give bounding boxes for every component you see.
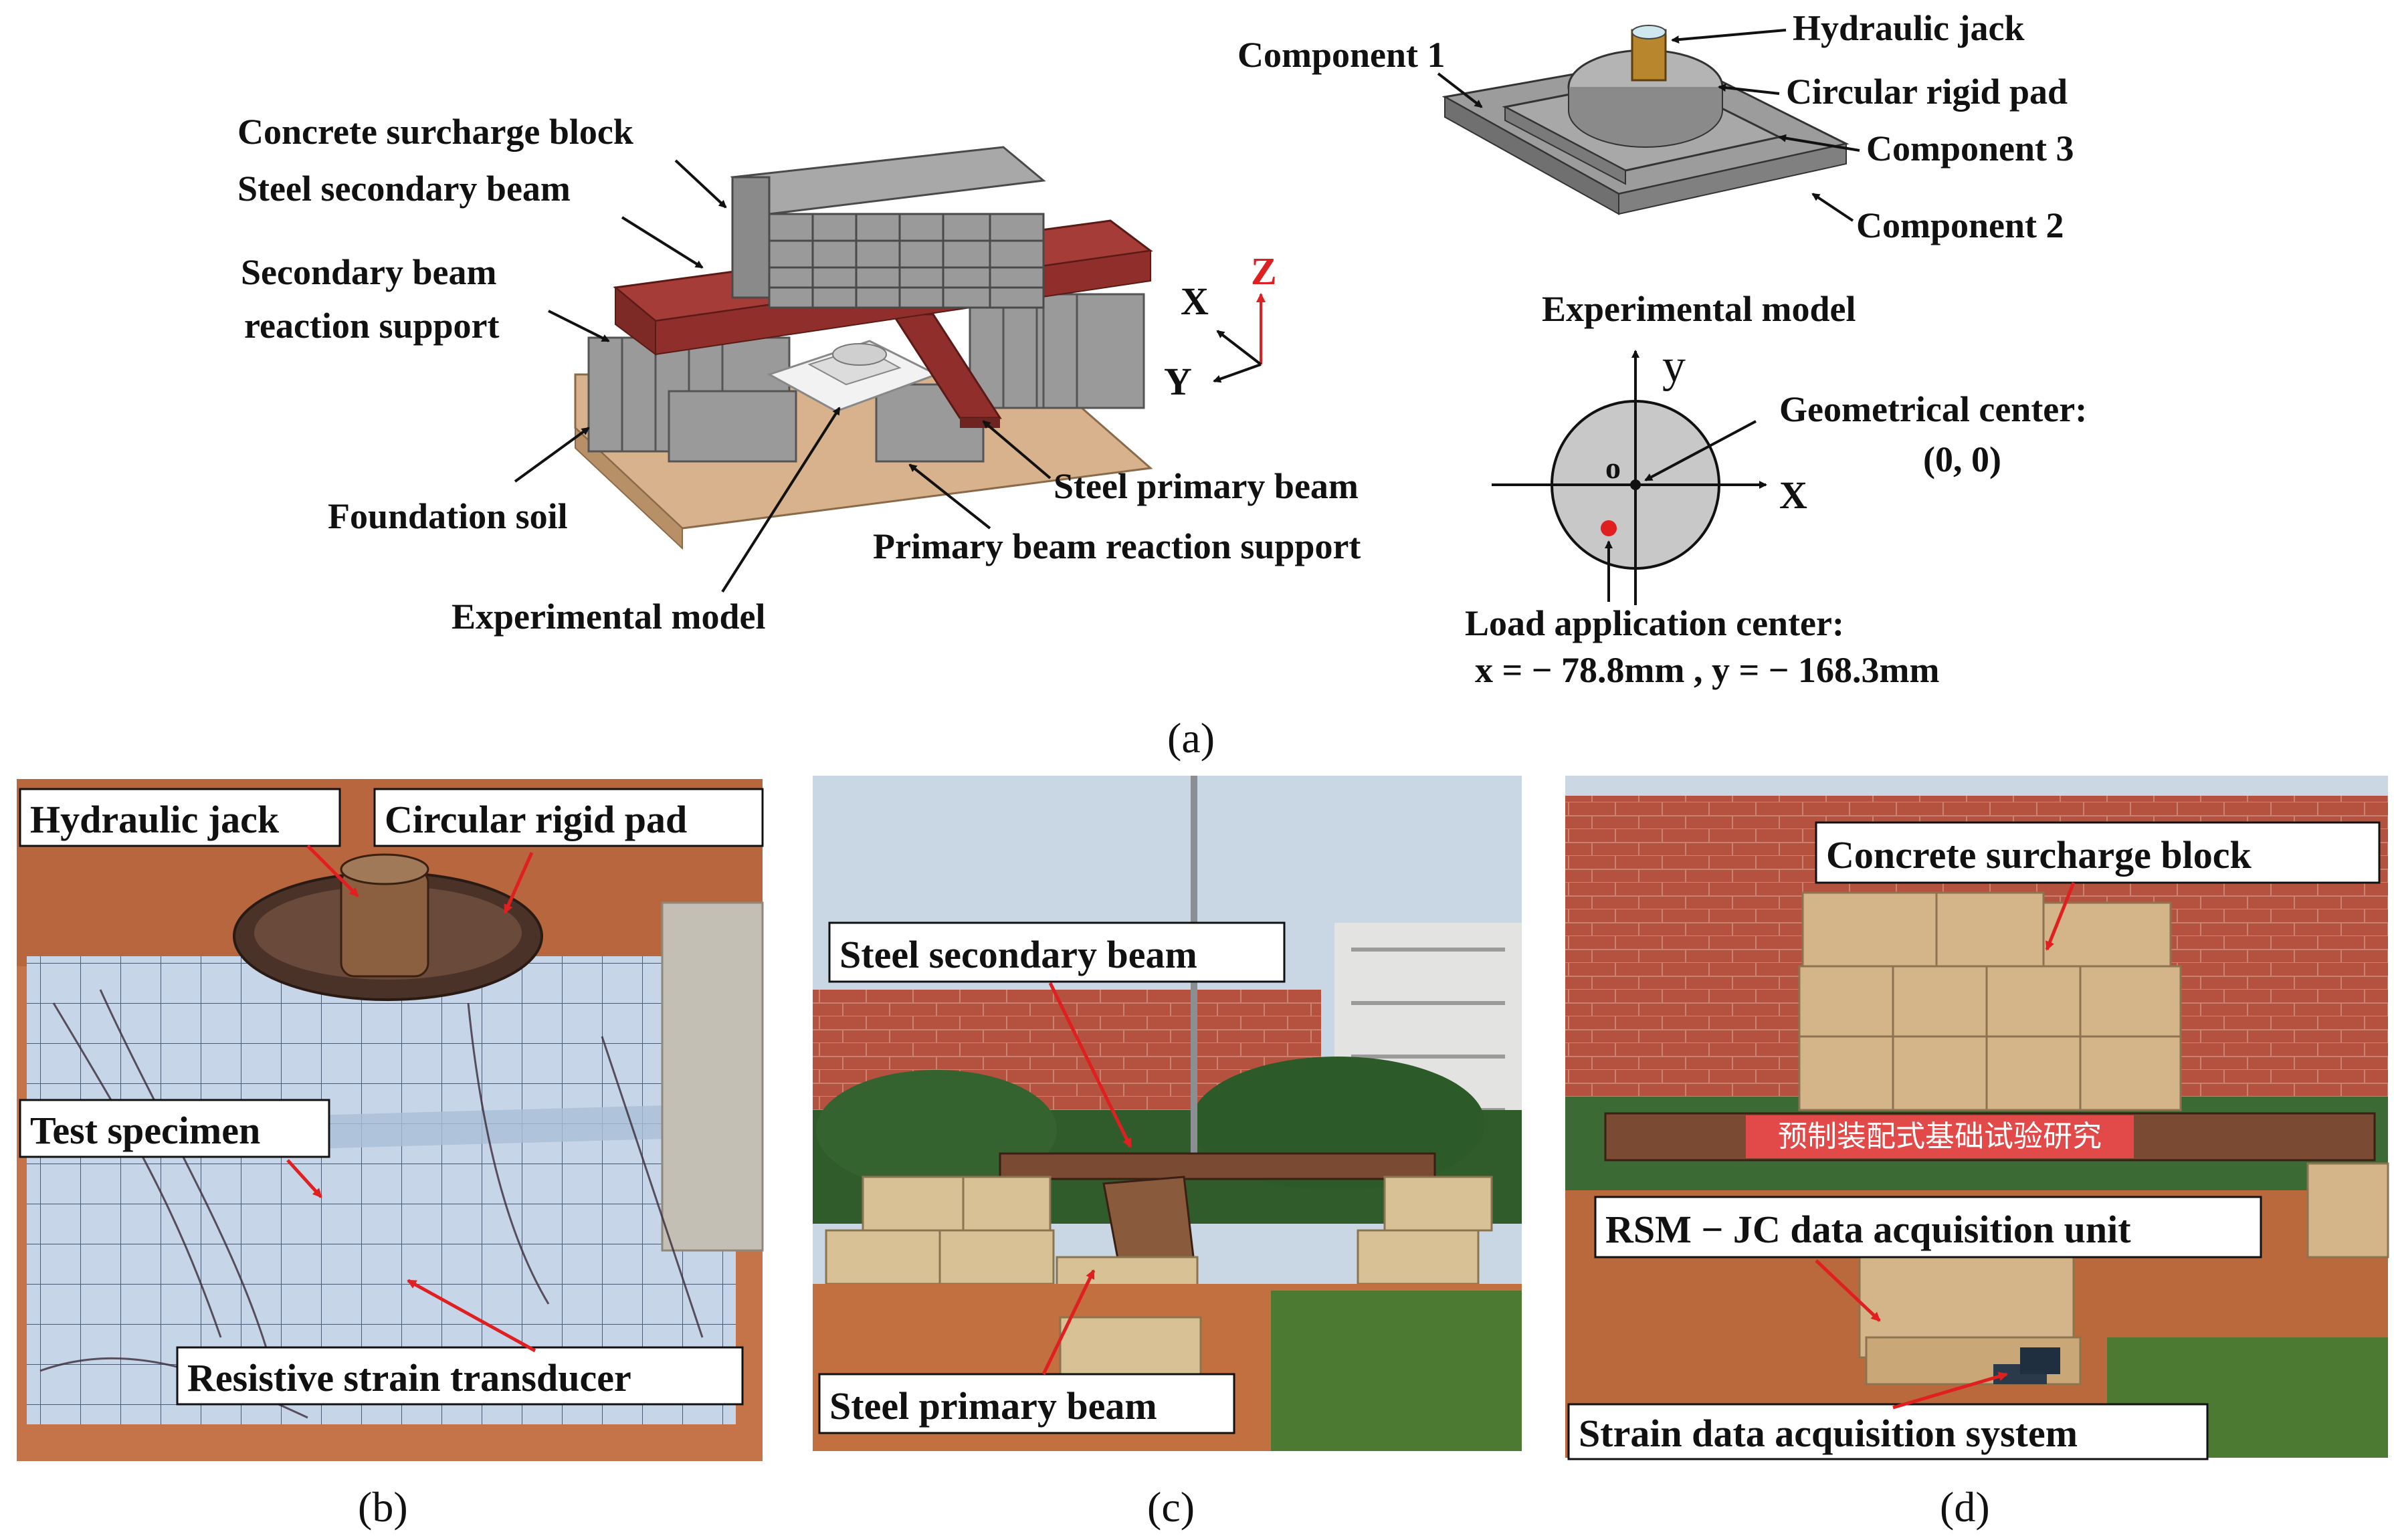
label-hydraulic-jack-b: Hydraulic jack bbox=[30, 798, 280, 841]
panel-b-arrows bbox=[286, 845, 536, 1353]
label-circular-rigid-pad-b: Circular rigid pad bbox=[385, 798, 687, 841]
label-hydraulic-jack-a: Hydraulic jack bbox=[1793, 8, 2025, 48]
panel-a-left-labels: Concrete surcharge block Steel secondary… bbox=[237, 112, 1361, 637]
caption-c: (c) bbox=[1147, 1483, 1195, 1531]
panel-c-arrows bbox=[1041, 982, 1132, 1376]
label-strain-transducer: Resistive strain transducer bbox=[187, 1356, 631, 1400]
label-rsm-jc-unit: RSM − JC data acquisition unit bbox=[1605, 1208, 2131, 1251]
panel-a-right-labels: Component 1 Hydraulic jack Circular rigi… bbox=[1237, 8, 2074, 329]
label-concrete-surcharge-block: Concrete surcharge block bbox=[237, 112, 633, 152]
label-strain-data-system: Strain data acquisition system bbox=[1579, 1412, 2078, 1455]
axis-y-label: Y bbox=[1164, 360, 1192, 403]
axis-z-label: Z bbox=[1251, 249, 1277, 293]
axis-x-label: X bbox=[1181, 280, 1209, 323]
geometrical-center-coords: (0, 0) bbox=[1923, 439, 2001, 479]
axis-triad: Z X Y bbox=[1164, 249, 1277, 403]
label-component-2: Component 2 bbox=[1856, 205, 2064, 245]
label-component-1: Component 1 bbox=[1237, 35, 1445, 75]
label-steel-primary-beam-a: Steel primary beam bbox=[1054, 466, 1359, 506]
hydraulic-jack-photo bbox=[340, 868, 429, 978]
label-foundation-soil: Foundation soil bbox=[328, 496, 568, 536]
steel-secondary-beam-photo bbox=[999, 1152, 1436, 1180]
label-primary-beam-reaction-support: Primary beam reaction support bbox=[873, 526, 1361, 566]
caption-a: (a) bbox=[1167, 714, 1215, 762]
panel-b-labels: Hydraulic jack Circular rigid pad Test s… bbox=[19, 788, 764, 1406]
panel-c-photo bbox=[813, 776, 1522, 1451]
panel-a-right-leaders bbox=[1437, 29, 1860, 222]
panel-a-3d-model: Z X Y bbox=[574, 146, 1277, 550]
panel-c-labels: Steel secondary beam Steel primary beam bbox=[818, 921, 1286, 1434]
plan-x-axis-label: X bbox=[1779, 473, 1807, 517]
banner bbox=[1746, 1115, 2134, 1158]
panel-a-component-model bbox=[1441, 25, 1850, 215]
load-application-dot bbox=[1601, 520, 1617, 536]
label-steel-primary-beam-c: Steel primary beam bbox=[829, 1384, 1157, 1428]
label-experimental-model-a: Experimental model bbox=[452, 596, 765, 637]
banner-text: 预制装配式基础试验研究 bbox=[1778, 1119, 2102, 1153]
surcharge-blocks-photo bbox=[1798, 891, 2182, 1111]
panel-d-arrows bbox=[1815, 882, 2076, 1410]
label-reaction-support: reaction support bbox=[244, 306, 500, 346]
caption-d: (d) bbox=[1940, 1483, 1990, 1531]
panel-a-plan-view: y X o Geometrical center: (0, 0) Load ap… bbox=[1465, 340, 2087, 690]
label-test-specimen: Test specimen bbox=[30, 1109, 260, 1152]
panel-d-labels: Concrete surcharge block RSM − JC data a… bbox=[1567, 821, 2381, 1460]
label-experimental-model-right: Experimental model bbox=[1542, 289, 1856, 329]
label-steel-secondary-beam-c: Steel secondary beam bbox=[839, 933, 1197, 976]
label-concrete-surcharge-block-d: Concrete surcharge block bbox=[1826, 833, 2252, 877]
label-component-3: Component 3 bbox=[1866, 128, 2074, 169]
label-circular-rigid-pad-a: Circular rigid pad bbox=[1786, 72, 2068, 112]
caption-b: (b) bbox=[358, 1483, 408, 1531]
label-steel-secondary-beam: Steel secondary beam bbox=[237, 169, 571, 209]
load-application-center-label: Load application center: bbox=[1465, 603, 1844, 643]
load-application-coords: x = − 78.8mm , y = − 168.3mm bbox=[1475, 650, 1940, 690]
label-secondary-beam: Secondary beam bbox=[241, 252, 497, 292]
panel-a-left-leaders bbox=[514, 159, 1052, 593]
geometrical-center-label: Geometrical center: bbox=[1779, 389, 2087, 429]
concrete-surcharge-block-shape bbox=[730, 146, 1046, 309]
plan-y-axis-label: y bbox=[1662, 340, 1686, 392]
geometrical-center-dot bbox=[1630, 479, 1641, 490]
plan-origin-label: o bbox=[1605, 451, 1621, 485]
